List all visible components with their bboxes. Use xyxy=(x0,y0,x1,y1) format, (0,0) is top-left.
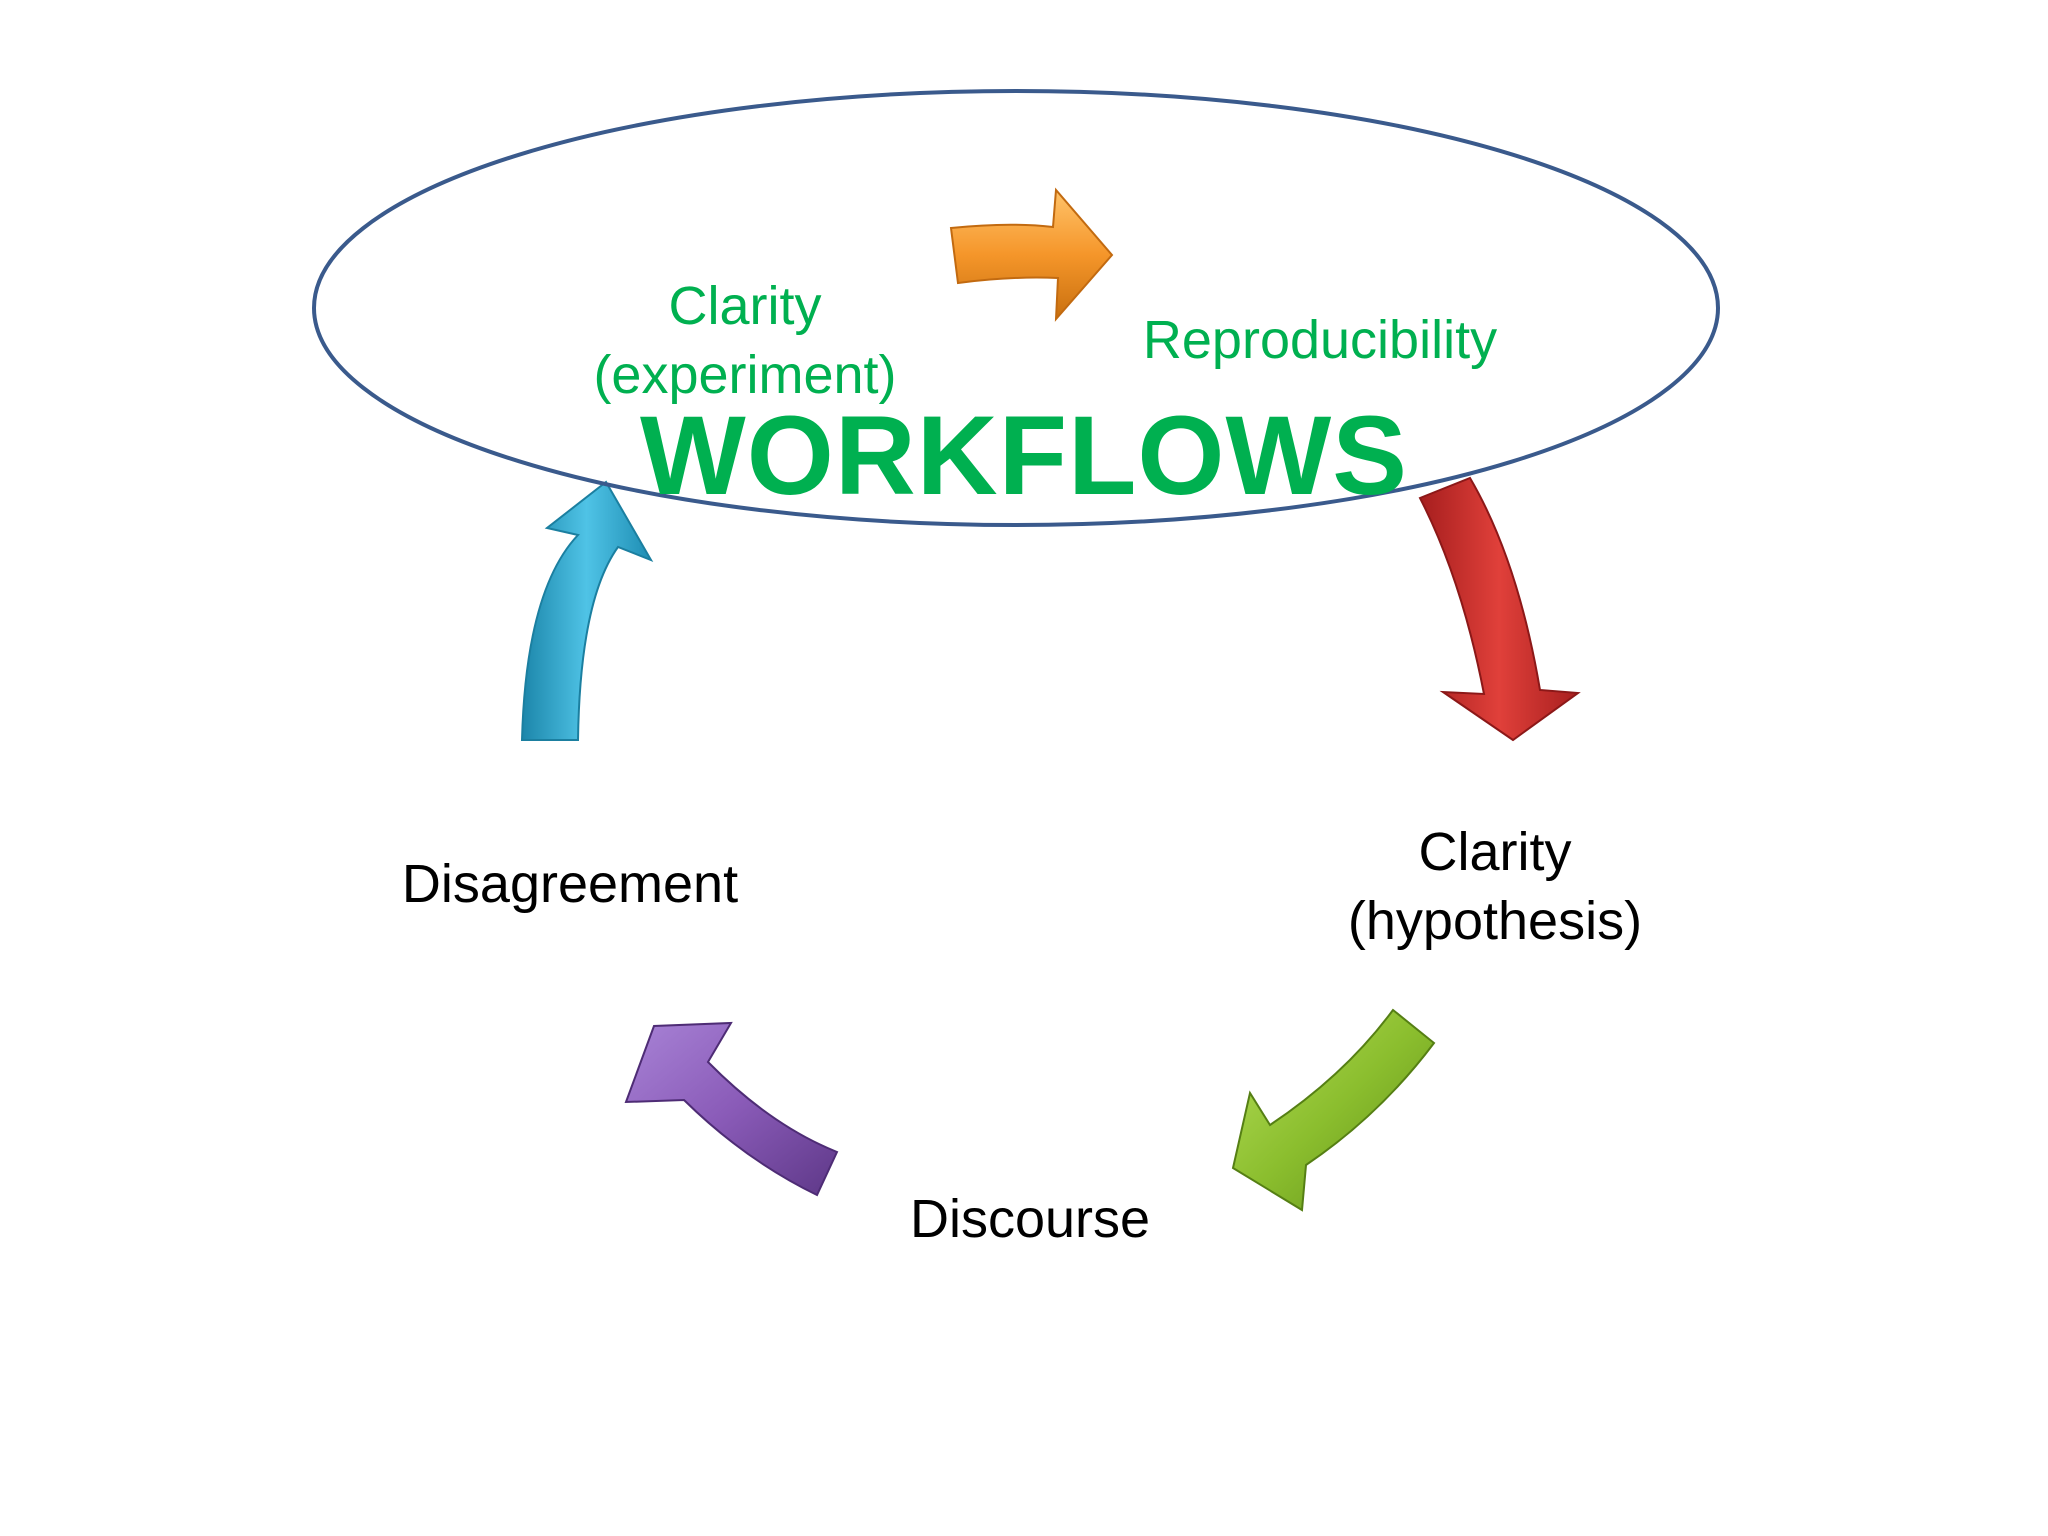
stage-line: Reproducibility xyxy=(1142,310,1498,370)
arrow-purple xyxy=(624,1021,839,1197)
stage-line: (experiment) xyxy=(593,345,897,406)
arrow-red xyxy=(1418,476,1581,742)
stage-line: Clarity xyxy=(1418,822,1572,882)
stage-line: Clarity xyxy=(668,276,822,336)
arrow-green xyxy=(1231,1008,1436,1212)
stage-line: Disagreement xyxy=(401,854,739,914)
stage-line: (hypothesis) xyxy=(1347,891,1643,952)
stage-clarity-hypothesis: Clarity (hypothesis) xyxy=(1310,818,1680,956)
arrow-orange xyxy=(949,187,1114,322)
arrow-blue xyxy=(520,480,654,741)
stage-discourse: Discourse xyxy=(870,1185,1190,1254)
stage-clarity-experiment: Clarity (experiment) xyxy=(565,272,925,410)
stage-reproducibility: Reproducibility xyxy=(1110,306,1530,375)
diagram-title: WORKFLOWS xyxy=(640,393,1408,518)
stage-line: Discourse xyxy=(909,1189,1151,1249)
stage-disagreement: Disagreement xyxy=(380,850,760,919)
highlight-ellipse xyxy=(312,89,1720,527)
